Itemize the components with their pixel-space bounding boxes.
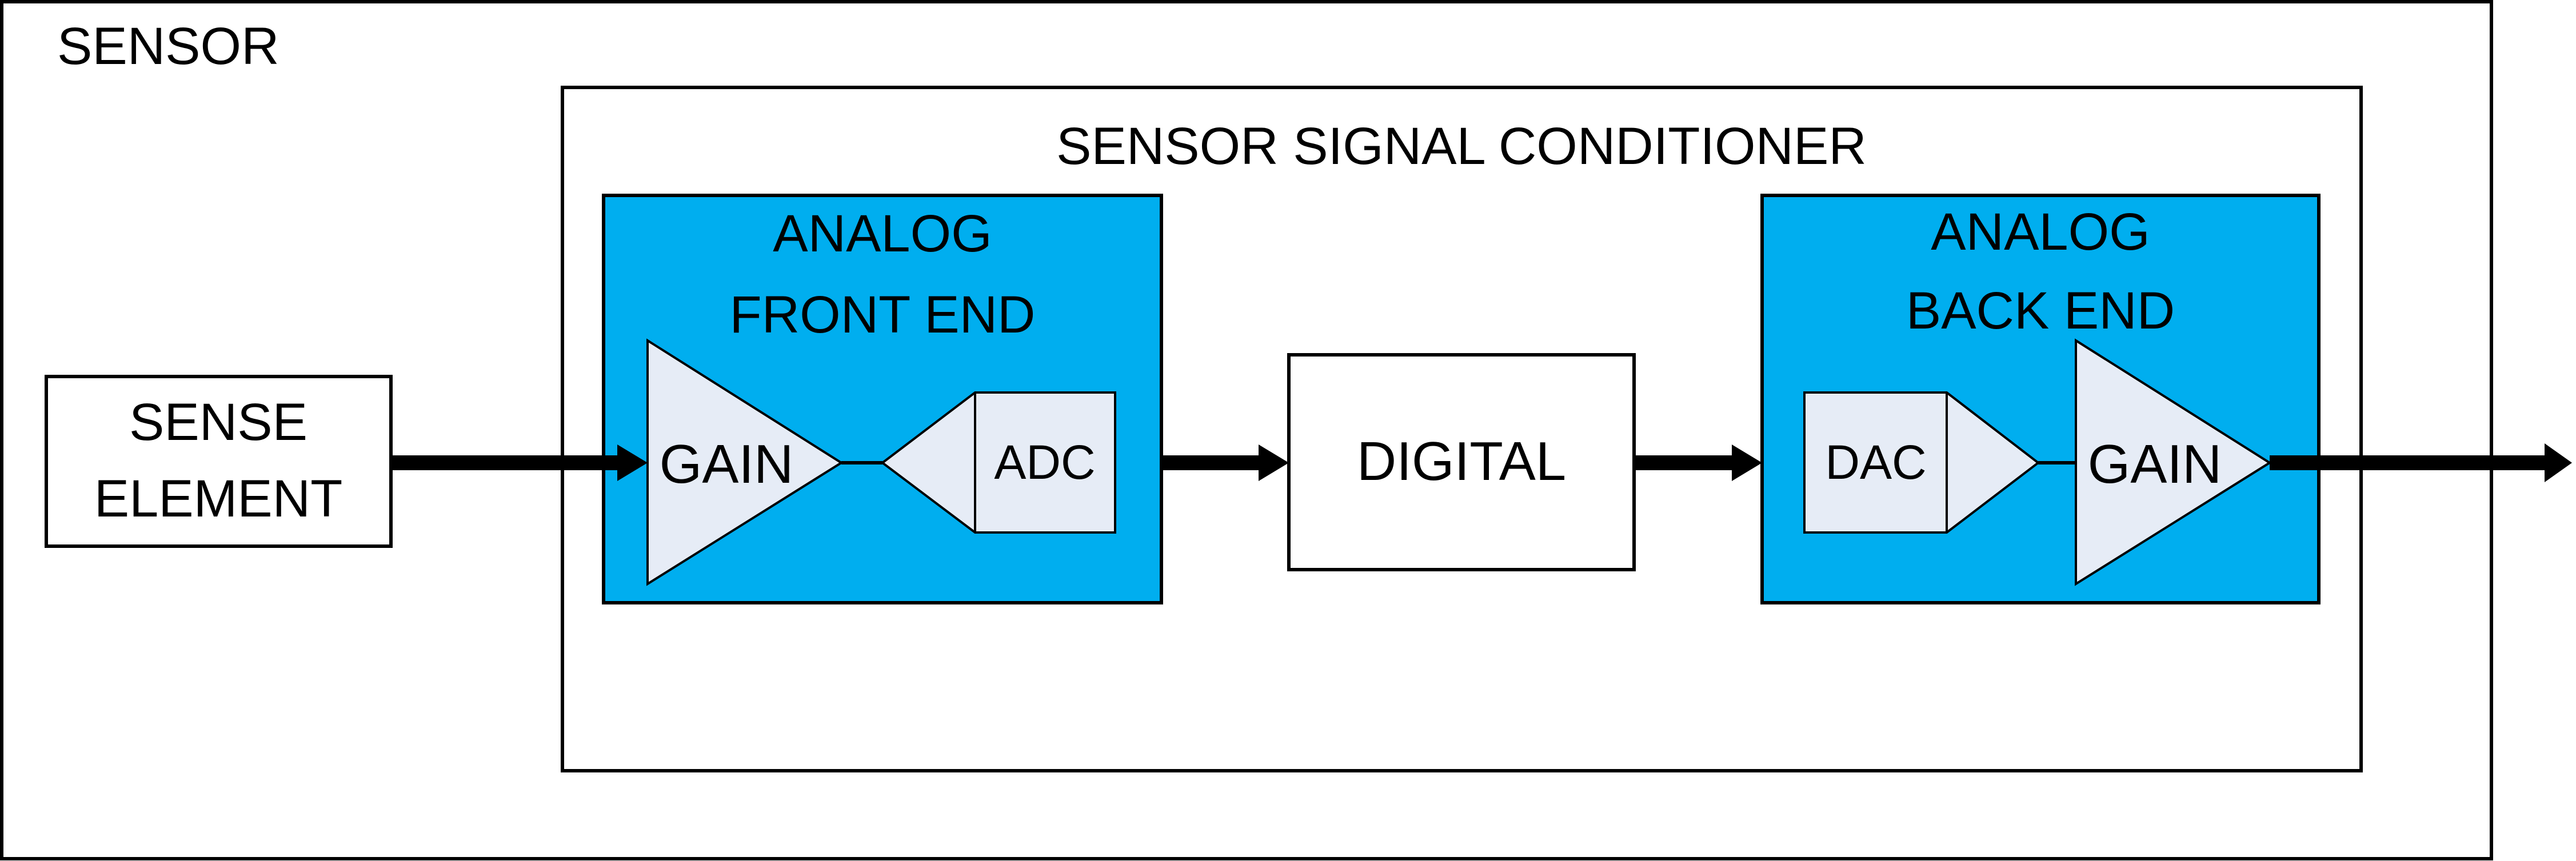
adc-label: ADC — [994, 435, 1095, 489]
back-end-gain-amplifier — [2075, 338, 2272, 586]
signal-arrow-digital-to-dac — [1634, 444, 1762, 481]
analog-back-end-label-line2: BACK END — [1906, 282, 2175, 340]
sense-element-label-line2: ELEMENT — [94, 470, 343, 528]
analog-back-end-label-line1: ANALOG — [1931, 203, 2150, 261]
analog-front-end-label-line2: FRONT END — [730, 286, 1036, 344]
dac-label: DAC — [1825, 435, 1926, 489]
signal-conditioner-label: SENSOR SIGNAL CONDITIONER — [1056, 117, 1867, 175]
digital-block — [1287, 353, 1636, 571]
sensor-label: SENSOR — [57, 17, 279, 75]
signal-arrow-output — [2270, 443, 2572, 482]
signal-arrow-sense-to-gain — [391, 444, 648, 481]
front-end-gain-label: GAIN — [660, 434, 794, 495]
signal-arrow-adc-to-digital — [1161, 444, 1289, 481]
sense-element-block — [45, 375, 393, 548]
analog-front-end-label-line1: ANALOG — [773, 205, 992, 263]
sense-element-label-line1: SENSE — [129, 393, 307, 451]
adc-converter — [880, 391, 1116, 534]
front-end-gain-amplifier — [646, 338, 844, 586]
digital-label: DIGITAL — [1357, 431, 1566, 492]
back-end-gain-label: GAIN — [2088, 434, 2222, 495]
dac-converter — [1803, 391, 2040, 534]
